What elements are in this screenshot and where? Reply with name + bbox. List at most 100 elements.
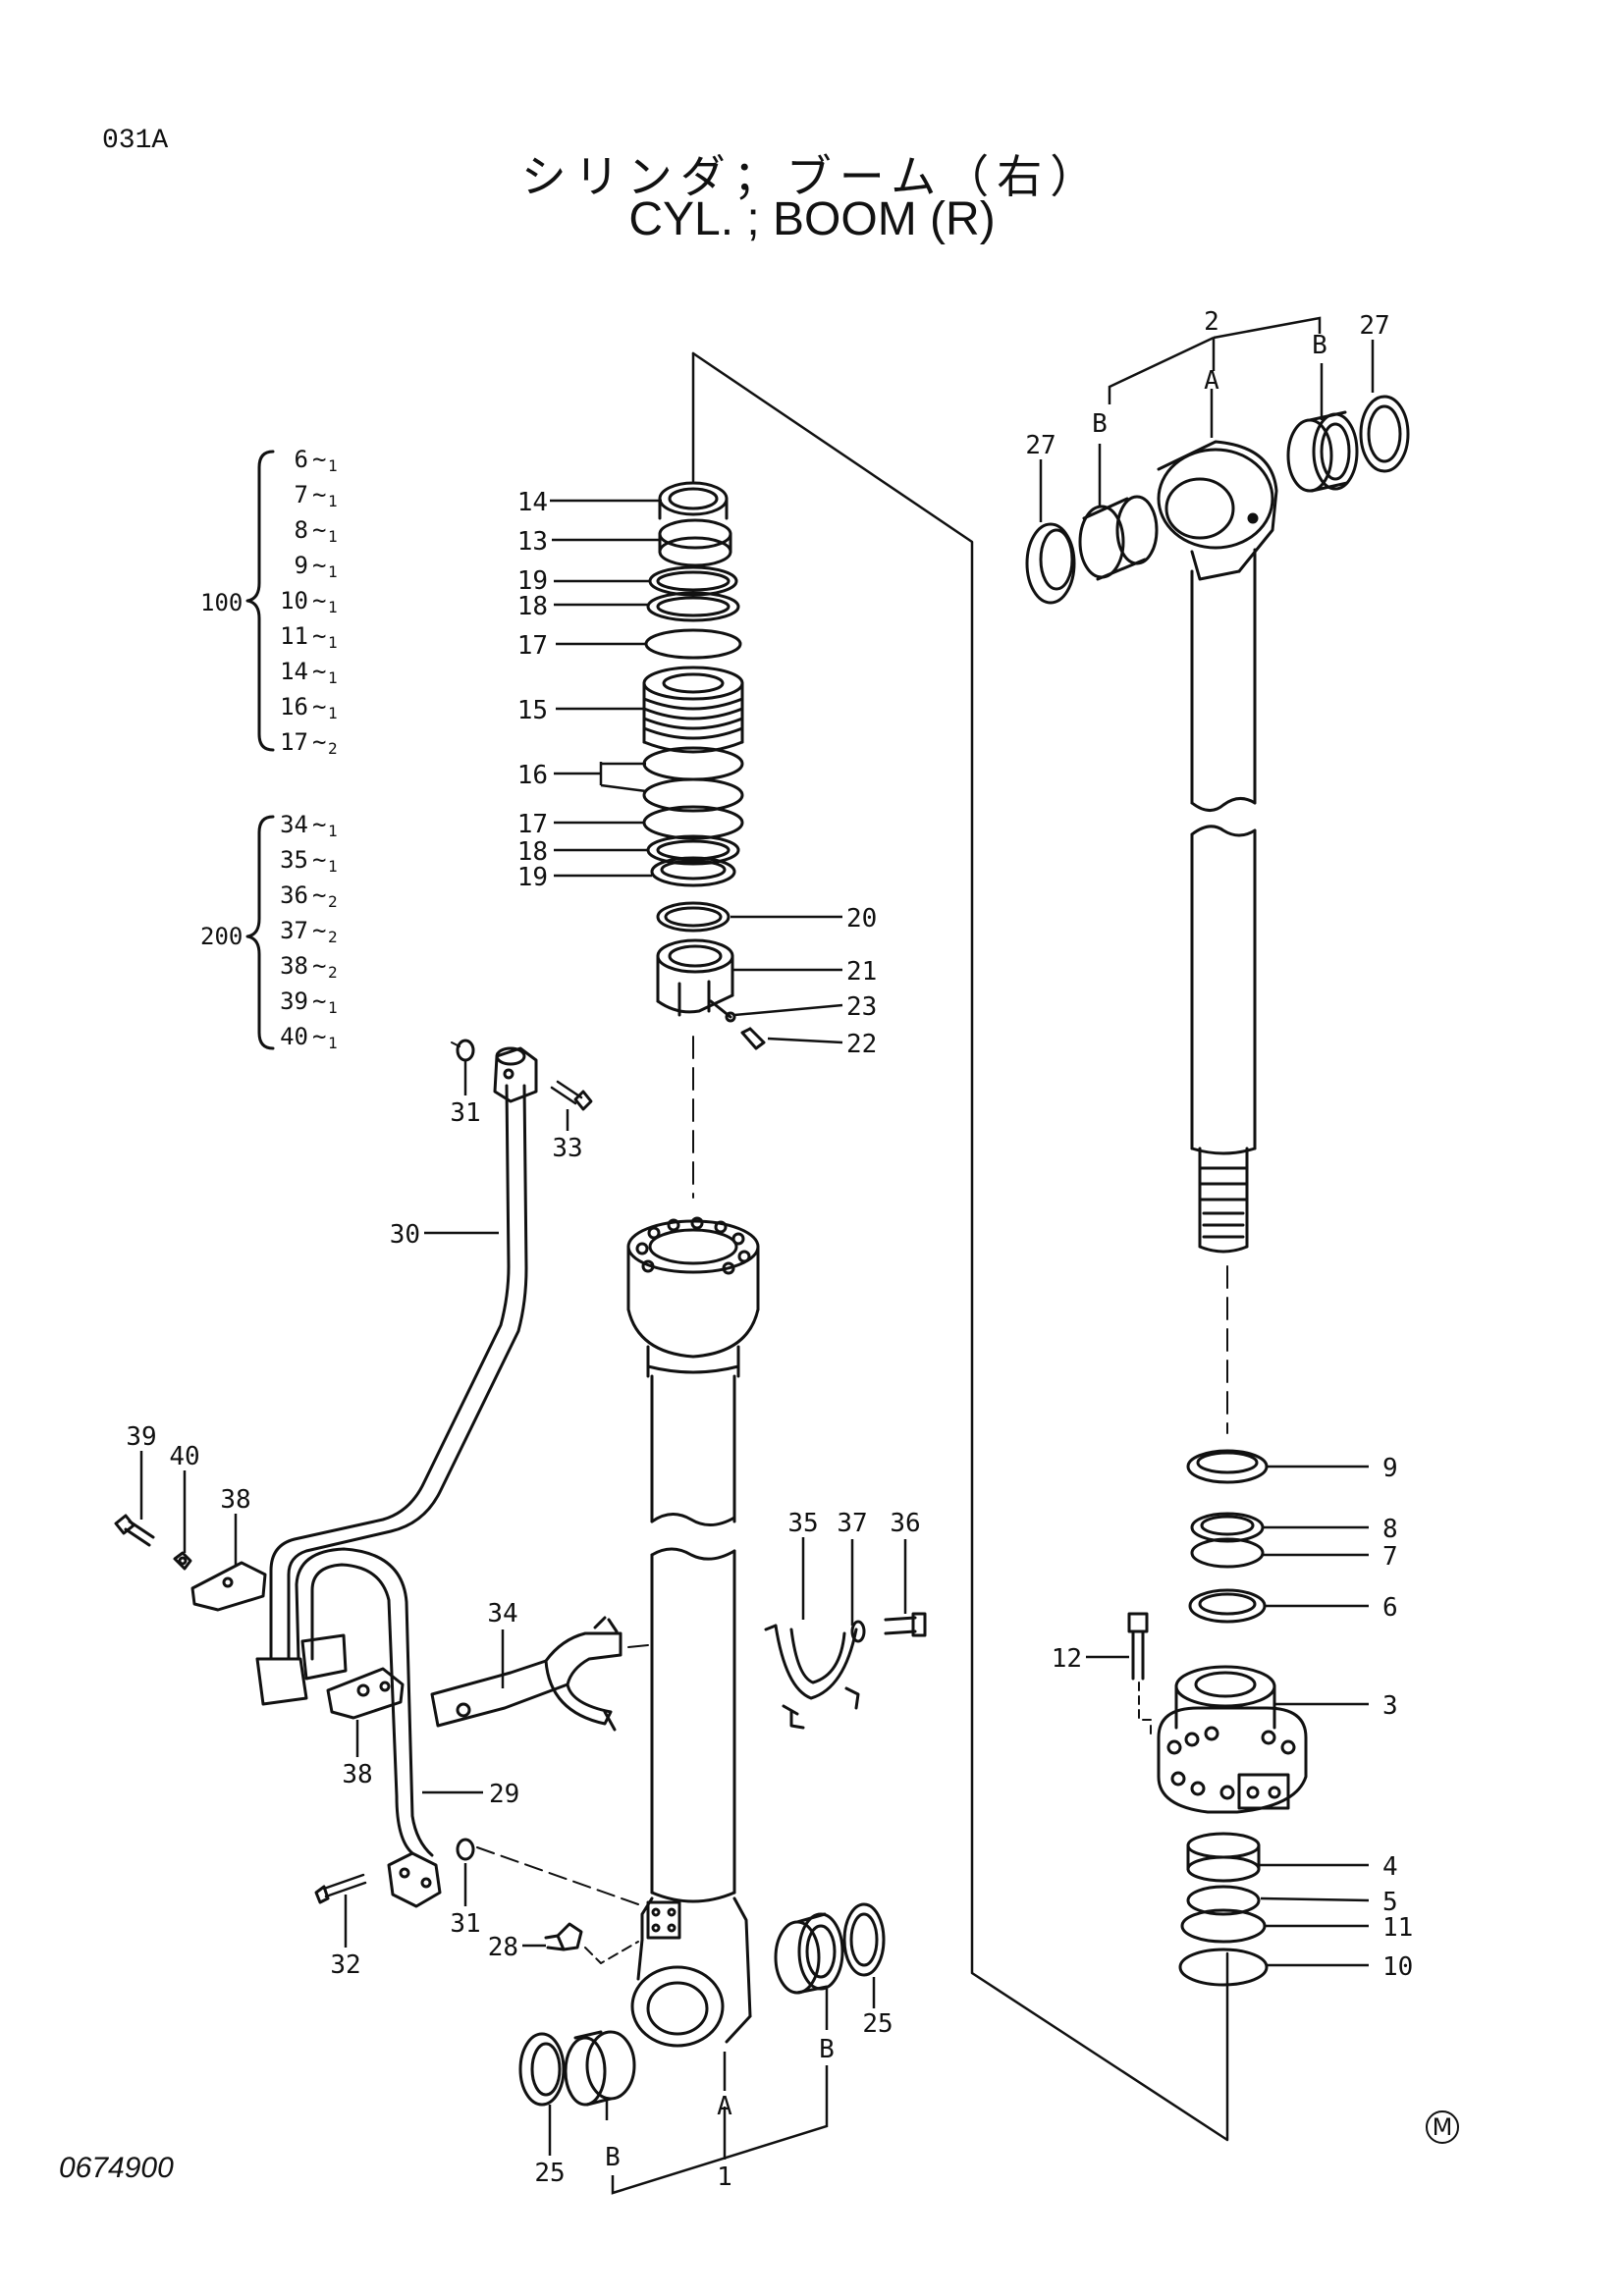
- svg-text:~: ~: [312, 952, 326, 980]
- callout-32: 32: [330, 1950, 360, 1980]
- kit-item: 37~2: [280, 917, 338, 946]
- svg-text:1: 1: [328, 527, 338, 546]
- kit-item: 11~1: [280, 622, 338, 652]
- svg-text:~: ~: [312, 516, 326, 544]
- svg-text:1: 1: [328, 857, 338, 876]
- svg-text:1: 1: [328, 598, 338, 616]
- callout-23: 23: [846, 992, 877, 1022]
- cylinder-head: [1157, 1665, 1308, 1814]
- svg-text:~: ~: [312, 446, 326, 473]
- rod-seal-left: [1025, 522, 1076, 605]
- svg-text:10: 10: [280, 587, 308, 614]
- callout-33: 33: [552, 1134, 582, 1163]
- callout-35: 35: [787, 1509, 818, 1538]
- callout-7: 7: [1382, 1542, 1398, 1572]
- callout-4: 4: [1382, 1852, 1398, 1882]
- callout-10: 10: [1382, 1952, 1413, 1982]
- callout-27: 27: [1025, 431, 1056, 460]
- callout-38: 38: [342, 1760, 372, 1789]
- foot-seal-right: [842, 1902, 886, 1977]
- rod-seal-right: [1359, 395, 1410, 473]
- washer-40: [173, 1551, 192, 1571]
- svg-text:~: ~: [312, 881, 326, 909]
- piston-stack: [642, 351, 766, 1199]
- svg-text:1: 1: [328, 668, 338, 687]
- head-seals: [1178, 1832, 1269, 1987]
- callout-17: 17: [517, 810, 548, 839]
- kit-brace-100: [245, 450, 275, 752]
- svg-text:37: 37: [280, 917, 308, 944]
- callout-12: 12: [1052, 1644, 1082, 1674]
- svg-text:16: 16: [280, 693, 308, 721]
- svg-text:35: 35: [280, 846, 308, 874]
- kit-item: 39~1: [280, 988, 338, 1017]
- pipe-clamp-upper: [190, 1561, 267, 1612]
- svg-text:34: 34: [280, 811, 308, 838]
- callout-1: 1: [717, 2163, 732, 2192]
- callout-13: 13: [517, 527, 548, 557]
- kit-group-200: 200 34~1 35~1 36~2 37~2 38~2 39~1 40~1: [200, 811, 338, 1052]
- rod-side-seals: [1186, 1265, 1269, 1624]
- callout-18: 18: [517, 592, 548, 621]
- cylinder-tube: [626, 1216, 760, 2048]
- callout-B: B: [1312, 331, 1327, 360]
- kit-item: 38~2: [280, 952, 338, 982]
- callout-19: 19: [517, 863, 548, 892]
- foot-bushing-right: [774, 1912, 844, 1995]
- svg-text:1: 1: [328, 998, 338, 1017]
- rod-bushing-left: [1078, 495, 1159, 581]
- callout-A: A: [1204, 366, 1219, 396]
- svg-text:~: ~: [312, 917, 326, 944]
- kit-item: 36~2: [280, 881, 338, 911]
- callout-29: 29: [489, 1780, 519, 1809]
- svg-text:2: 2: [328, 963, 338, 982]
- callout-39: 39: [126, 1422, 156, 1452]
- svg-text:2: 2: [328, 739, 338, 758]
- assembly-alignment-line: [691, 351, 1229, 2142]
- washer-37: [850, 1620, 866, 1643]
- kit-item: 35~1: [280, 846, 338, 876]
- svg-text:~: ~: [312, 988, 326, 1015]
- svg-text:~: ~: [312, 728, 326, 756]
- callout-25: 25: [534, 2159, 565, 2188]
- callout-28: 28: [488, 1933, 518, 1962]
- callout-9: 9: [1382, 1454, 1398, 1483]
- callout-40: 40: [169, 1442, 199, 1471]
- callout-labels: 14 13 19 18 17 15 16 17 18 19 20 21 23 2…: [126, 307, 1413, 2192]
- callout-34: 34: [487, 1599, 517, 1629]
- maker-mark: M: [1426, 2110, 1459, 2144]
- pipe-assembly: [255, 1039, 639, 1964]
- callout-22: 22: [846, 1030, 877, 1059]
- callout-B: B: [819, 2035, 835, 2064]
- svg-text:1: 1: [328, 704, 338, 722]
- callout-2: 2: [1204, 307, 1219, 337]
- callout-18: 18: [517, 837, 548, 867]
- page-title-japanese: シリンダ；ブーム（右）: [520, 150, 1104, 203]
- callout-19: 19: [517, 566, 548, 596]
- callout-36: 36: [890, 1509, 920, 1538]
- kit-group-number: 200: [200, 923, 243, 950]
- svg-text:1: 1: [328, 1034, 338, 1052]
- rod-bushing-right: [1286, 410, 1359, 493]
- bolt-36: [884, 1612, 927, 1637]
- svg-text:36: 36: [280, 881, 308, 909]
- kit-group-100: 100 6~1 7~1 8~1 9~1 10~1 11~1 14~1 16~1 …: [200, 446, 338, 758]
- callout-20: 20: [846, 904, 877, 934]
- svg-text:~: ~: [312, 846, 326, 874]
- callout-21: 21: [846, 957, 877, 987]
- svg-text:~: ~: [312, 693, 326, 721]
- callout-A: A: [717, 2092, 732, 2121]
- callout-6: 6: [1382, 1593, 1398, 1623]
- callout-37: 37: [837, 1509, 867, 1538]
- svg-text:~: ~: [312, 811, 326, 838]
- callout-38: 38: [220, 1485, 250, 1515]
- svg-text:~: ~: [312, 658, 326, 685]
- cap-bolt: [1127, 1612, 1152, 1735]
- callout-31: 31: [450, 1909, 480, 1939]
- callout-27: 27: [1359, 311, 1389, 341]
- kit-item: 9~1: [295, 552, 338, 581]
- svg-text:2: 2: [328, 892, 338, 911]
- foot-seal-left: [518, 2032, 566, 2107]
- kit-brace-200: [245, 815, 275, 1050]
- callout-16: 16: [517, 761, 548, 790]
